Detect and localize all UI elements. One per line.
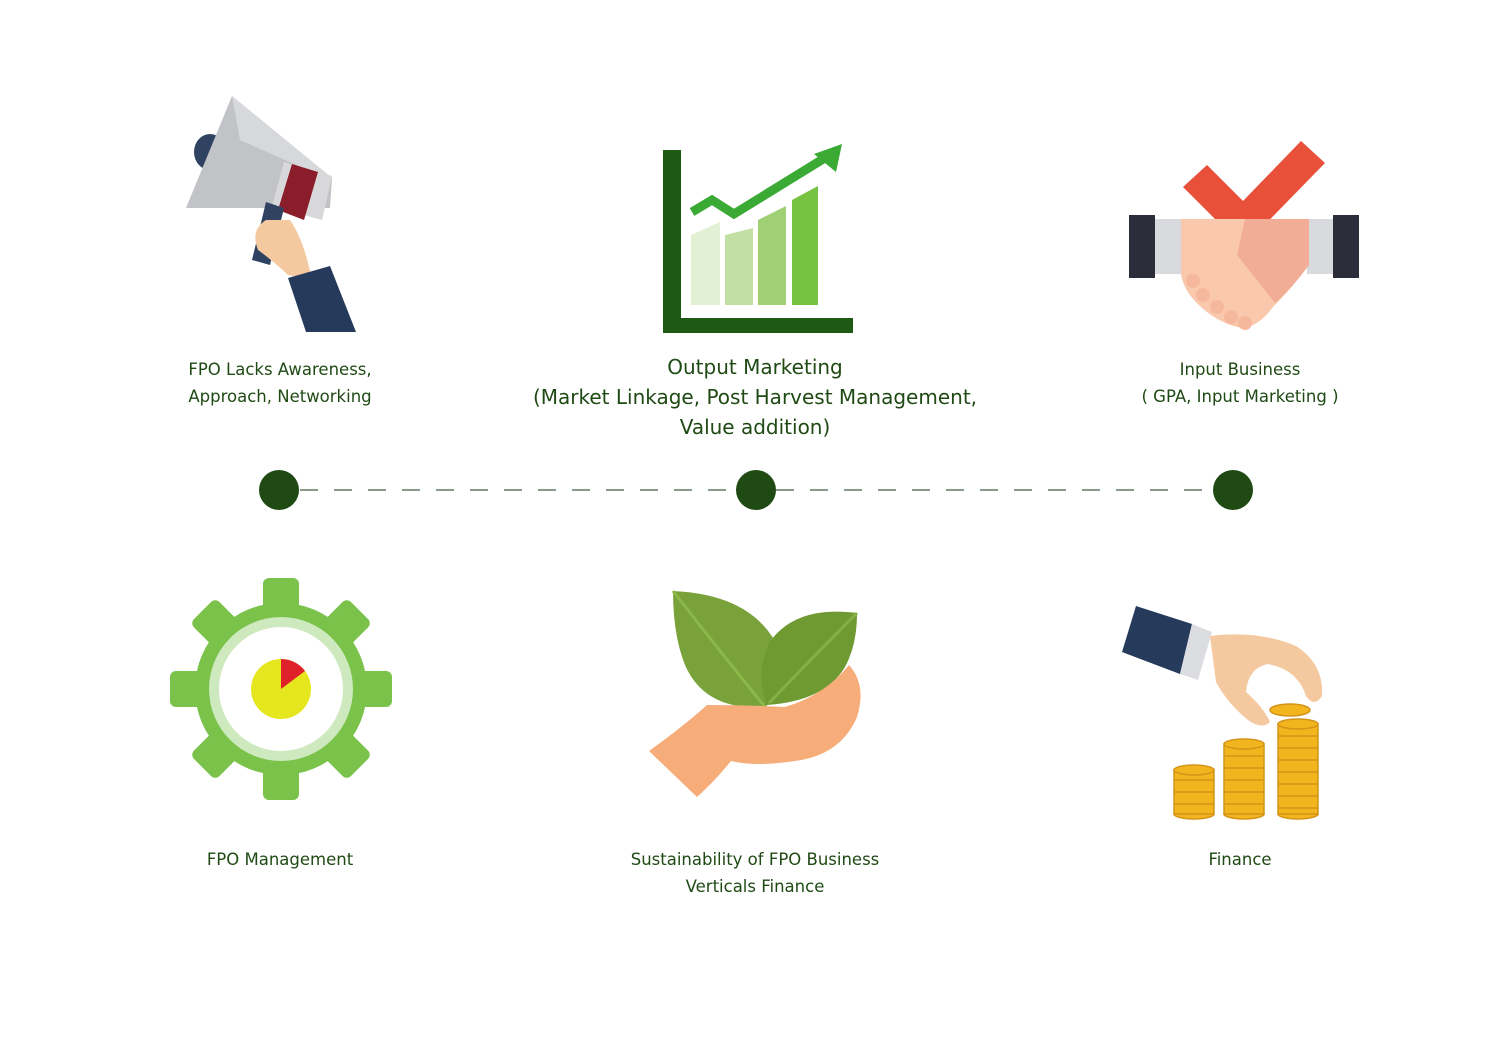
timeline-node-2 bbox=[736, 470, 776, 510]
handshake-check-icon bbox=[1129, 141, 1359, 330]
label-line: Finance bbox=[1208, 850, 1272, 869]
label-input-business: Input Business ( GPA, Input Marketing ) bbox=[1090, 356, 1390, 410]
label-line: FPO Management bbox=[206, 850, 354, 869]
coins-icon bbox=[1122, 606, 1323, 820]
label-line: FPO Lacks Awareness, bbox=[188, 360, 372, 379]
hand-leaves-icon bbox=[649, 590, 861, 797]
megaphone-icon bbox=[186, 96, 356, 332]
label-line: ( GPA, Input Marketing ) bbox=[1141, 387, 1339, 406]
label-line: Value addition) bbox=[679, 415, 831, 439]
gear-icon bbox=[170, 578, 392, 800]
label-line: Input Business bbox=[1179, 360, 1301, 379]
label-awareness: FPO Lacks Awareness, Approach, Networkin… bbox=[130, 356, 430, 410]
label-sustainability: Sustainability of FPO Business Verticals… bbox=[580, 846, 930, 900]
label-finance: Finance bbox=[1090, 846, 1390, 873]
label-line: Output Marketing bbox=[667, 355, 843, 379]
growth-chart-icon bbox=[663, 144, 853, 333]
label-line: (Market Linkage, Post Harvest Management… bbox=[532, 385, 978, 409]
label-output-marketing: Output Marketing (Market Linkage, Post H… bbox=[500, 352, 1010, 442]
label-line: Approach, Networking bbox=[188, 387, 372, 406]
label-line: Sustainability of FPO Business bbox=[630, 850, 880, 869]
label-management: FPO Management bbox=[130, 846, 430, 873]
label-line: Verticals Finance bbox=[685, 877, 825, 896]
timeline-node-3 bbox=[1213, 470, 1253, 510]
timeline-node-1 bbox=[259, 470, 299, 510]
